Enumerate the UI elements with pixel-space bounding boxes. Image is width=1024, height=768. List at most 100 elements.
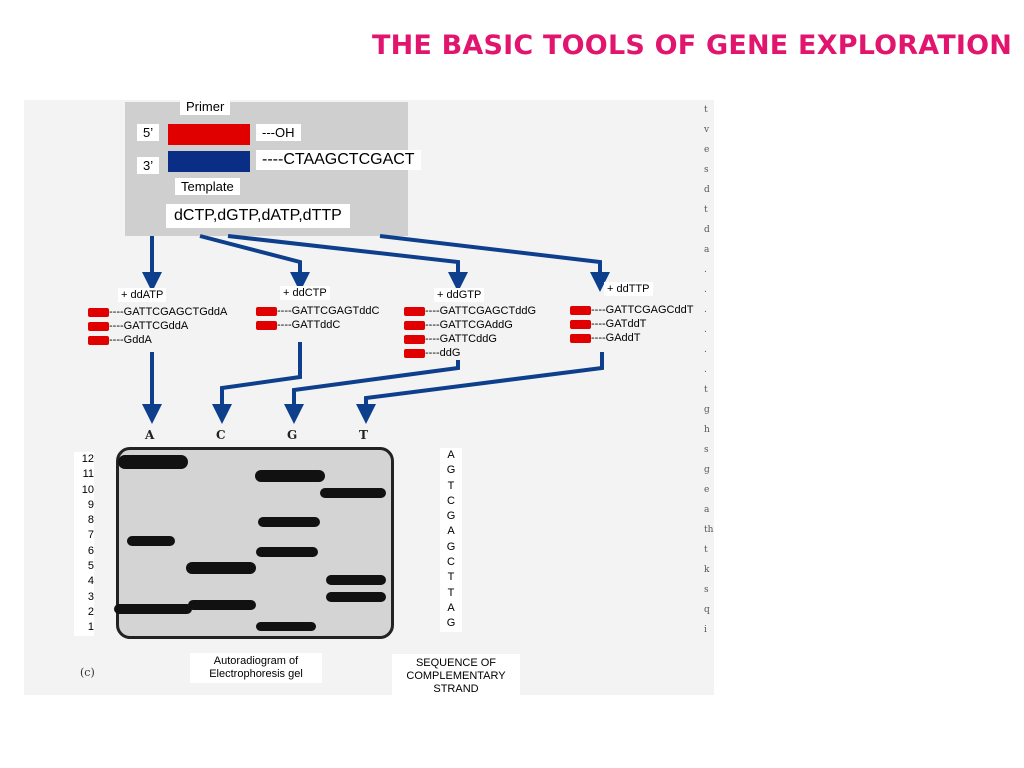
fragment-seq: ----ddG — [425, 347, 461, 359]
fragment-marker — [404, 334, 425, 344]
fragment-row: ----GATTCddG — [404, 332, 536, 346]
fragment-seq: ----GAddT — [591, 332, 641, 344]
band-number: 5 — [87, 560, 94, 573]
gel-band — [127, 536, 175, 546]
band-number: 9 — [87, 498, 94, 511]
sequence-caption-line: SEQUENCE OF — [415, 657, 497, 669]
band-number: 4 — [87, 575, 94, 588]
fragment-marker — [570, 333, 591, 343]
gel-band — [320, 488, 386, 498]
fragment-row: ----GATTCGAGCTddG — [404, 304, 536, 318]
fragment-marker — [570, 319, 591, 329]
fragment-row: ----GATTCGddA — [88, 319, 227, 333]
fragment-row: ----GddA — [88, 333, 227, 347]
fragment-marker — [570, 305, 591, 315]
fragment-seq: ----GATTCGAGTddC — [277, 305, 380, 317]
sequence-base: G — [446, 617, 456, 630]
fragment-row: ----GATTCGAGCTGddA — [88, 305, 227, 319]
fragment-marker — [404, 306, 425, 316]
fragment-marker — [256, 320, 277, 330]
arrow-lane-t — [356, 352, 604, 424]
band-number: 10 — [81, 483, 94, 496]
template-sequence: ----CTAAGCTCGACT — [256, 150, 421, 170]
lane-label-a: A — [145, 428, 155, 442]
gel-caption-line: Electrophoresis gel — [209, 668, 303, 680]
fragments-ddctp: ----GATTCGAGTddC ----GATTddC — [256, 304, 379, 332]
gel-band — [255, 470, 325, 482]
fragment-seq: ----GATTCGAGCTGddA — [109, 306, 228, 318]
fragment-seq: ----GATTCGAGCddT — [591, 304, 694, 316]
complementary-sequence-column: A G T C G A G C T T A G — [440, 448, 462, 632]
band-number: 2 — [87, 605, 94, 618]
arrow-to-ddctp — [199, 234, 310, 292]
primer-label: Primer — [180, 98, 231, 115]
fragment-marker — [404, 320, 425, 330]
fragment-marker — [256, 306, 277, 316]
reaction-label-ddttp: + ddTTP — [604, 282, 653, 296]
five-prime-label: 5’ — [137, 124, 160, 141]
sequence-caption-line: COMPLEMENTARY — [406, 670, 506, 682]
lane-label-t: T — [359, 428, 368, 442]
fragment-row: ----GATTddC — [256, 318, 379, 332]
fragment-marker — [404, 348, 425, 358]
panel-label: (c) — [80, 666, 95, 679]
sequence-base: T — [447, 479, 455, 492]
sequence-base: G — [446, 510, 456, 523]
primer-strand — [168, 124, 250, 145]
sequence-base: A — [447, 601, 455, 614]
gel-band — [188, 600, 256, 610]
fragment-marker — [88, 335, 109, 345]
gel-band — [114, 604, 192, 614]
fragment-seq: ----GATTCGAGCTddG — [425, 305, 537, 317]
sequence-caption-line: STRAND — [433, 683, 479, 695]
reaction-label-ddatp: + ddATP — [118, 288, 167, 302]
gel-band — [258, 517, 320, 527]
gel-band — [256, 622, 316, 631]
fragment-seq: ----GATTCddG — [425, 333, 497, 345]
page-title: THE BASIC TOOLS OF GENE EXPLORATION — [372, 30, 1013, 61]
fragment-seq: ----GATTCGAddG — [425, 319, 513, 331]
lane-label-g: G — [287, 428, 298, 442]
band-number: 6 — [87, 544, 94, 557]
fragment-row: ----GATddT — [570, 317, 693, 331]
sequence-base: T — [447, 586, 455, 599]
fragment-row: ----ddG — [404, 346, 536, 360]
gel-band — [118, 455, 188, 469]
fragment-row: ----GAddT — [570, 331, 693, 345]
arrow-to-ddgtp — [227, 234, 468, 292]
sequence-base: C — [447, 494, 455, 507]
fragment-seq: ----GATddT — [591, 318, 647, 330]
fragment-seq: ----GATTCGddA — [109, 320, 189, 332]
fragments-ddttp: ----GATTCGAGCddT ----GATddT ----GAddT — [570, 303, 693, 345]
dntp-mix-label: dCTP,dGTP,dATP,dTTP — [166, 204, 350, 228]
fragment-row: ----GATTCGAGTddC — [256, 304, 379, 318]
gel-caption: Autoradiogram of Electrophoresis gel — [190, 653, 322, 683]
band-number: 3 — [87, 590, 94, 603]
gel-band — [186, 562, 256, 574]
sequence-base: G — [446, 464, 456, 477]
gel-band — [326, 592, 386, 602]
gel-band — [326, 575, 386, 585]
sequence-base: C — [447, 556, 455, 569]
band-number: 8 — [87, 514, 94, 527]
band-number: 12 — [81, 453, 94, 465]
sequence-base: A — [447, 449, 455, 461]
band-number: 7 — [87, 529, 94, 542]
arrow-lane-g — [284, 360, 460, 424]
sequence-caption: SEQUENCE OF COMPLEMENTARY STRAND — [392, 654, 520, 698]
oh-end-label: ---OH — [256, 124, 301, 141]
gel-caption-line: Autoradiogram of — [213, 655, 299, 667]
sequence-base: G — [446, 540, 456, 553]
template-strand — [168, 151, 250, 172]
fragment-seq: ----GddA — [109, 334, 152, 346]
reaction-label-ddctp: + ddCTP — [280, 286, 330, 300]
lane-label-c: C — [216, 428, 226, 442]
fragment-seq: ----GATTddC — [277, 319, 341, 331]
reaction-label-ddgtp: + ddGTP — [434, 288, 485, 302]
three-prime-label: 3’ — [137, 157, 160, 174]
fragment-marker — [88, 307, 109, 317]
fragment-marker — [88, 321, 109, 331]
band-number-ladder: 12 11 10 9 8 7 6 5 4 3 2 1 — [74, 452, 94, 636]
